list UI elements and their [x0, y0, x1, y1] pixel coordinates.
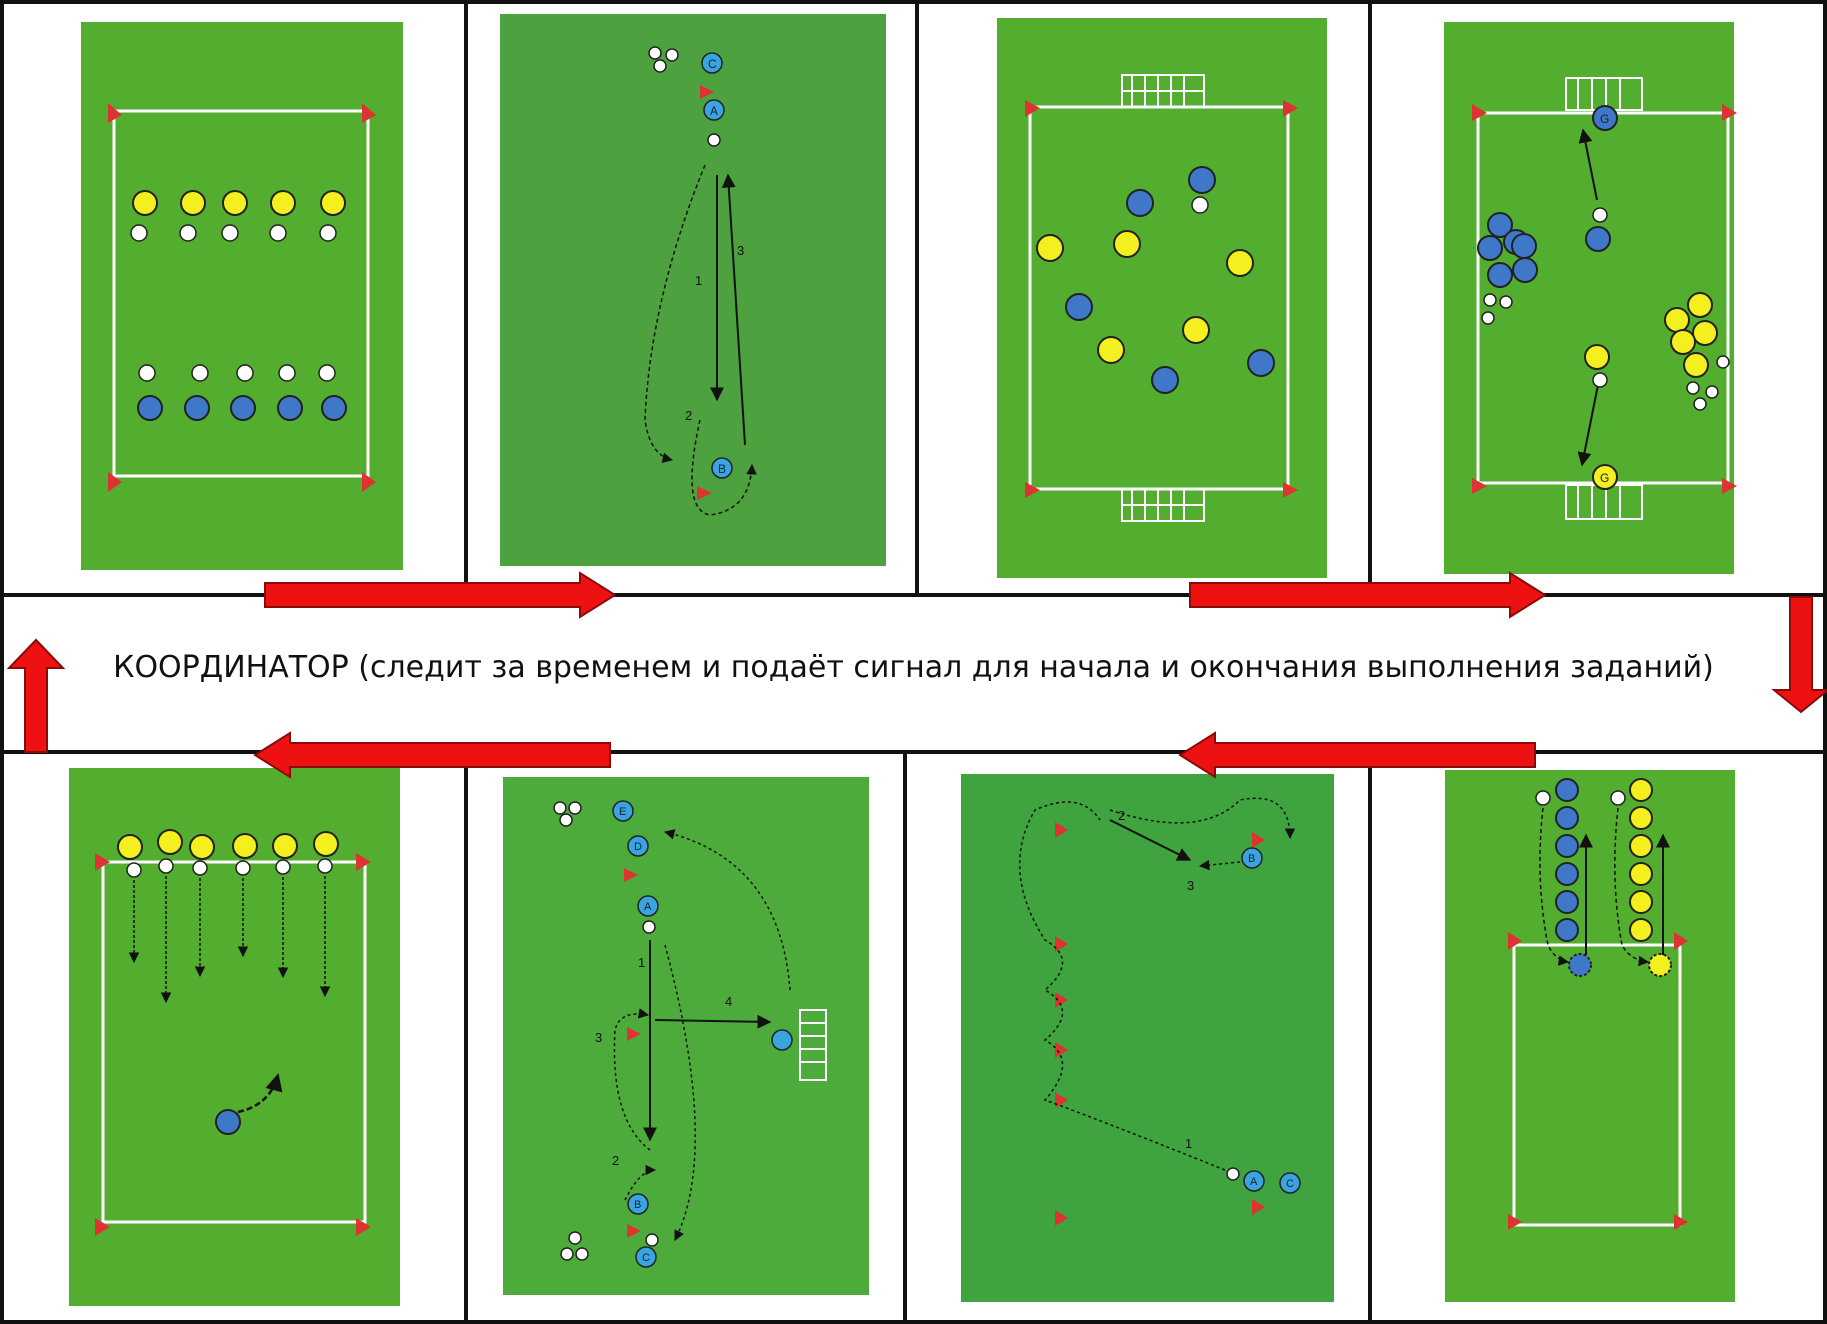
label-b: B: [634, 1199, 641, 1211]
label-1: 1: [638, 955, 645, 970]
cone-icon: [1508, 932, 1688, 1230]
ball-icon: [1191, 196, 1209, 214]
panel-8-dribble-lines: [69, 768, 400, 1306]
goal-icon: [1121, 74, 1205, 522]
panel-6-slalom-shot: B A C 1 2 3: [961, 774, 1334, 1302]
panel-4-goalkeeper-shooting: G G: [1444, 22, 1737, 574]
label-a: A: [644, 901, 652, 913]
arrow-left-2: [253, 731, 611, 779]
arrow-right-2: [1189, 571, 1547, 619]
panel-3-small-sided-game: [997, 18, 1327, 578]
arrow-down: [1771, 596, 1827, 714]
label-c: C: [708, 57, 717, 71]
label-d: D: [634, 841, 642, 853]
label-c: C: [1286, 1178, 1294, 1190]
label-1: 1: [695, 273, 702, 288]
label-2: 2: [685, 408, 692, 423]
cone-icon: [624, 868, 641, 1238]
cone-icon: [108, 103, 376, 492]
panel-2-passing-triangle: C A B 1 2 3: [500, 14, 886, 566]
label-3: 3: [737, 243, 744, 258]
ball-icon: [553, 801, 659, 1261]
blue-column: [1555, 778, 1579, 942]
label-e: E: [619, 806, 626, 818]
label-4: 4: [725, 994, 732, 1009]
panel-1-dribble-rows: [81, 22, 403, 570]
blue-players: [137, 395, 347, 421]
yellow-players: [117, 829, 339, 860]
label-g-top: G: [1600, 112, 1609, 126]
ball-icon: [1481, 293, 1730, 411]
cone-icon: [1055, 822, 1265, 1226]
label-2: 2: [1118, 808, 1125, 823]
label-c: C: [642, 1252, 650, 1264]
arrow-right-1: [264, 571, 617, 619]
label-2: 2: [612, 1153, 619, 1168]
arrow-left-1: [1178, 731, 1536, 779]
label-b: B: [718, 462, 726, 476]
blue-group: [1477, 212, 1538, 288]
flow-arrows: [6, 571, 1827, 779]
cone-icon: [1472, 104, 1737, 494]
ball-icon: [130, 224, 337, 382]
ball-icon: [648, 46, 721, 147]
label-a: A: [710, 104, 718, 118]
label-3: 3: [595, 1030, 602, 1045]
label-3: 3: [1187, 878, 1194, 893]
yellow-players: [132, 190, 346, 216]
cone-icon: [1025, 100, 1298, 498]
panel-5-relay-race: [1445, 770, 1735, 1302]
label-1: 1: [1185, 1136, 1192, 1151]
yellow-group: [1664, 292, 1718, 378]
arrow-up: [6, 638, 66, 753]
label-b: B: [1248, 853, 1255, 865]
label-g-bottom: G: [1600, 471, 1609, 485]
panel-7-passing-shot: E D A B C 1 2 3 4: [503, 777, 869, 1295]
coordinator-caption: КООРДИНАТОР (следит за временем и подаёт…: [113, 650, 1714, 685]
yellow-column: [1629, 778, 1653, 942]
yellow-players: [1036, 230, 1254, 364]
goal-icon: [799, 1009, 827, 1081]
label-a: A: [1250, 1176, 1258, 1188]
cone-icon: [95, 853, 371, 1236]
ball-icon: [126, 858, 333, 878]
blue-players: [1065, 166, 1275, 394]
